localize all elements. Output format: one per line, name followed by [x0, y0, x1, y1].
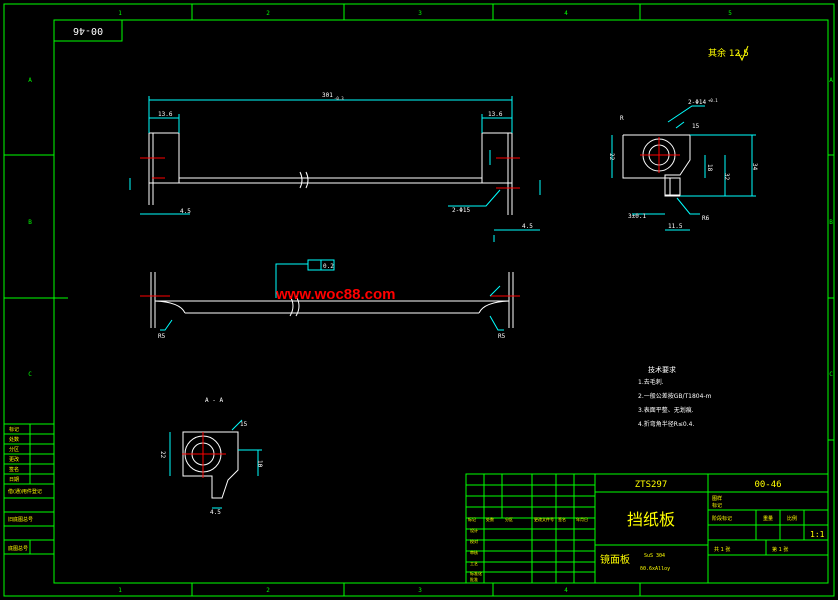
- grid-num-4: 4: [564, 10, 568, 17]
- col-header-2: 处数: [486, 516, 494, 522]
- dim-end-right: 13.6: [488, 111, 503, 118]
- dim-side-3: 3±0.1: [628, 213, 646, 220]
- side-view: [611, 105, 756, 231]
- watermark: www.woc88.com: [275, 286, 395, 303]
- code-box: [53, 19, 123, 42]
- left-strip: [3, 423, 55, 555]
- strip-block-1: 借(通)用件登记: [8, 488, 42, 495]
- strip-label-6: 日期: [9, 477, 19, 483]
- strip-block-3: 底图总号: [8, 545, 28, 552]
- col-header-6: 年月日: [576, 516, 588, 522]
- grid-num-2: 2: [266, 10, 270, 17]
- inner-border: [53, 19, 829, 584]
- dim-side-32: 32: [723, 173, 730, 181]
- grid-num-b3: 3: [418, 587, 422, 594]
- title-thickness: δ0.6xAlloy: [640, 566, 670, 572]
- title-code: ZTS297: [635, 480, 668, 490]
- row-label-3: 审核: [470, 549, 478, 555]
- dim-side-18: 18: [706, 164, 713, 172]
- col-header-1: 标记: [468, 516, 476, 522]
- outer-border: [3, 3, 835, 597]
- grid-num-b2: 2: [266, 587, 270, 594]
- dim-section-10: 10: [256, 460, 263, 468]
- dim-overall-tol: -0.3: [334, 96, 344, 101]
- grid-ticks: [4, 4, 834, 596]
- grid-num-b4: 4: [564, 587, 568, 594]
- strip-label-5: 签名: [9, 466, 19, 473]
- row-label-2: 校对: [470, 538, 478, 544]
- note-1: 1.去毛刺.: [638, 378, 664, 386]
- note-2: 2.一般公差按GB/T1804-m: [638, 392, 712, 400]
- dim-holes-side: 2-Φ14: [688, 99, 706, 106]
- row-label-5: 标准化: [470, 570, 482, 576]
- strip-label-3: 分区: [9, 446, 19, 453]
- dim-side-34: 34: [751, 163, 758, 171]
- grid-letter-rc: C: [829, 371, 833, 378]
- note-3: 3.表面平整、无划痕.: [638, 406, 694, 414]
- title-stage-3: 比例: [787, 515, 797, 522]
- title-sheet-no: 第 1 张: [772, 546, 788, 553]
- grid-letter-b: B: [28, 219, 32, 226]
- dim-section-15: 15: [240, 421, 248, 428]
- dim-side-15: 15: [692, 123, 700, 130]
- title-drawing-no: 00-46: [754, 480, 781, 490]
- title-right-label-1: 图样: [712, 495, 722, 502]
- dim-side-22: 22: [608, 153, 615, 161]
- dim-thickness-right: 4.5: [522, 223, 533, 230]
- dim-holes-side-tol: +0.1: [708, 98, 718, 103]
- roughness-note: 其余 12.5: [708, 47, 749, 59]
- strip-label-2: 处数: [9, 436, 19, 443]
- dim-overall-length: 301: [322, 92, 333, 99]
- dim-section-4: 4.5: [210, 509, 221, 516]
- dim-r5-left: R5: [158, 333, 166, 340]
- title-sheet-total: 共 1 张: [714, 546, 730, 553]
- grid-letter-a: A: [28, 77, 32, 84]
- strip-label-1: 标记: [9, 426, 19, 433]
- title-scale: 1:1: [810, 530, 825, 539]
- dim-section-22: 22: [159, 451, 166, 459]
- dim-holes-front: 2-Φ15: [452, 207, 470, 214]
- grid-num-5: 5: [728, 10, 732, 17]
- title-block: [465, 473, 829, 584]
- strip-block-2: 旧底图总号: [8, 516, 33, 523]
- dim-end-left: 13.6: [158, 111, 173, 118]
- top-view: [140, 259, 520, 331]
- grid-letter-ra: A: [829, 77, 833, 84]
- note-4: 4.折弯角半径R≤0.4.: [638, 420, 694, 428]
- dim-side-11: 11.5: [668, 223, 683, 230]
- roughness-symbol: [737, 45, 749, 62]
- dim-r5-right: R5: [498, 333, 506, 340]
- dim-flatness: 0.2: [323, 263, 334, 270]
- dim-thickness-left: 4.5: [180, 208, 191, 215]
- section-view: [169, 419, 262, 509]
- section-label: A - A: [205, 397, 223, 404]
- dim-side-r: R: [620, 115, 624, 122]
- col-header-4: 更改文件号: [534, 516, 554, 522]
- front-view: [129, 96, 541, 242]
- grid-letter-c: C: [28, 371, 32, 378]
- row-label-4: 工艺: [470, 561, 478, 566]
- grid-num-b1: 1: [118, 587, 122, 594]
- col-header-5: 签名: [558, 516, 566, 522]
- title-right-label-2: 标记: [712, 502, 722, 509]
- dim-side-r6: R6: [702, 215, 710, 222]
- title-stage-2: 重量: [763, 515, 773, 522]
- grid-num-3: 3: [418, 10, 422, 17]
- title-stage-1: 阶段标记: [712, 515, 732, 522]
- col-header-3: 分区: [505, 516, 513, 522]
- row-label-1: 设计: [470, 527, 478, 533]
- title-material-label: 镜面板: [600, 553, 630, 566]
- row-label-6: 批准: [470, 576, 478, 582]
- notes-title: 技术要求: [648, 365, 676, 374]
- grid-letter-rb: B: [829, 219, 833, 226]
- grid-num-1: 1: [118, 10, 122, 17]
- title-material: SuS 304: [644, 553, 665, 559]
- title-part-name: 挡纸板: [627, 510, 675, 529]
- rotated-code: 00-46: [73, 25, 103, 36]
- strip-label-4: 更改: [9, 456, 19, 463]
